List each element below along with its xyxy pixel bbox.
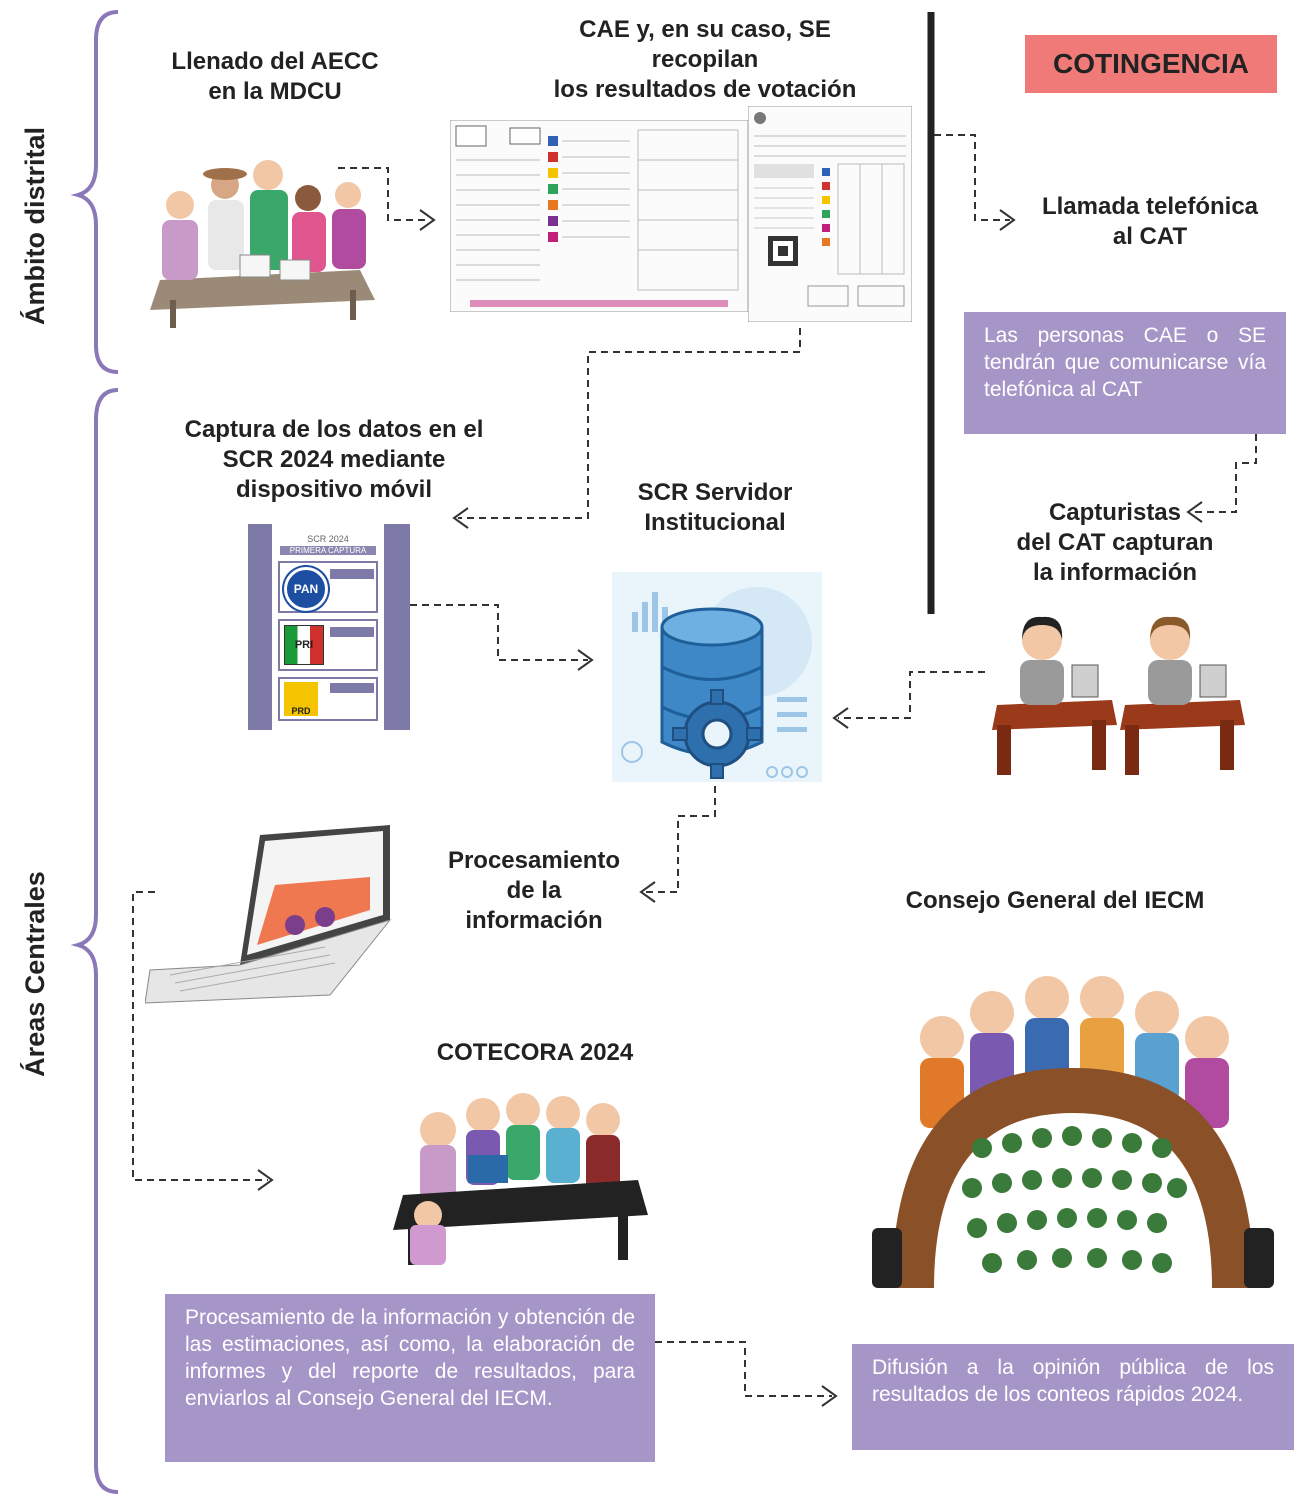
phone-capture-screen: SCR 2024 PRIMERA CAPTURA PAN PRI PRD [248,524,410,730]
phone-subheader: PRIMERA CAPTURA [280,546,376,555]
title-line: Captura de los datos en el [184,416,484,443]
box-procesamiento: Procesamiento de la información y obtenc… [165,1294,655,1462]
arrow-capturistas-server [838,671,985,719]
title-line: Llamada telefónica [1041,193,1259,220]
arrowhead-6 [832,707,849,729]
title-capturistas: Capturistas del CAT capturan la informac… [990,498,1240,588]
title-consejo: Consejo General del IECM [905,887,1205,914]
call-center-operators [992,616,1245,775]
title-captura: Captura de los datos en el SCR 2024 medi… [150,415,518,505]
prd-value-bar [330,683,374,693]
arrow-llenado-cae [338,167,430,221]
title-line: CAE y, en su caso, SE [579,16,831,43]
party-row-prd[interactable]: PRD [278,677,378,721]
arrow-phone-server [410,604,588,661]
title-line: información [465,907,603,934]
arrowhead-7 [639,881,656,903]
pri-logo-icon: PRI [284,625,324,665]
arrowhead-8 [257,1169,274,1191]
title-scr-servidor: SCR Servidor Institucional [600,478,830,538]
arrowhead-3 [999,209,1016,231]
arrow-cae-captura [458,328,801,519]
cotingencia-badge: COTINGENCIA [1025,35,1277,93]
party-row-pri[interactable]: PRI [278,619,378,671]
phone-screen-inner: SCR 2024 PRIMERA CAPTURA PAN PRI PRD [272,524,384,730]
arrow-cotingencia-llamada [934,134,1010,221]
arrowhead-1 [419,209,436,231]
pri-value-bar [330,627,374,637]
title-line: SCR Servidor [637,479,793,506]
arrow-box-capturistas [1192,434,1257,513]
arrow-server-procesamiento [645,786,716,893]
title-line: en la MDCU [208,78,342,105]
arrow-box-difusion [655,1341,832,1397]
title-line: del CAT capturan [1016,529,1214,556]
title-line: Institucional [644,509,786,536]
pri-label: PRI [294,639,314,651]
title-line: SCR 2024 mediante [222,446,446,473]
title-line: recopilan [651,46,759,73]
box-difusion: Difusión a la opinión pública de los res… [852,1344,1294,1450]
title-procesamiento: Procesamiento de la información [425,846,643,936]
database-server-icon [612,572,822,782]
side-label-areas: Áreas Centrales [20,871,50,1077]
box-cae-se: Las personas CAE o SE tendrán que comuni… [964,312,1286,434]
arrowhead-5 [577,649,594,671]
title-llamada: Llamada telefónica al CAT [1025,192,1275,252]
title-line: Capturistas [1048,499,1182,526]
arrow-laptop-cotecora [132,891,268,1181]
cotecora-meeting-illustration [393,1093,648,1265]
phone-header: SCR 2024 [307,534,349,544]
title-llenado: Llenado del AECC en la MDCU [140,47,410,107]
laptop-illustration [145,825,392,1004]
people-table-illustration [150,160,375,328]
title-line: la información [1032,559,1198,586]
title-line: Procesamiento [447,847,621,874]
acta-form-left [450,120,748,312]
consejo-general-illustration [852,948,1294,1313]
arrowhead-9 [821,1385,838,1407]
prd-label: PRD [291,706,311,716]
pan-value-bar [330,569,374,579]
prd-logo-icon: PRD [284,682,318,716]
title-line: de la [506,877,562,904]
side-label-ambito: Ámbito distrital [20,127,50,326]
title-cotecora: COTECORA 2024 [436,1039,634,1066]
title-line: Llenado del AECC [171,48,379,75]
title-line: los resultados de votación [553,76,857,103]
bracket-ambito [70,10,119,374]
arrowhead-2 [452,507,469,529]
pan-label: PAN [293,582,319,596]
title-cae: CAE y, en su caso, SE recopilan los resu… [520,15,890,105]
arrowhead-4 [1186,501,1203,523]
party-row-pan[interactable]: PAN [278,561,378,613]
pan-logo-icon: PAN [284,567,328,611]
bracket-areas [70,388,119,1494]
title-line: al CAT [1112,223,1188,250]
acta-form-right [748,106,912,322]
title-line: dispositivo móvil [235,476,433,503]
